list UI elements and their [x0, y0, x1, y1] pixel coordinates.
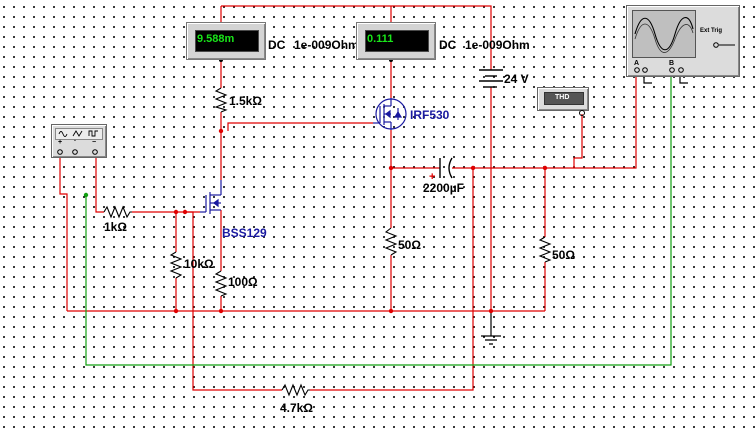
oscilloscope-channel-a: A: [634, 60, 640, 67]
label-bss129: BSS129: [222, 226, 267, 240]
label-r-100: 100Ω: [228, 275, 258, 289]
triangle-wave-icon: [72, 130, 83, 137]
battery-symbol[interactable]: [479, 69, 503, 88]
label-r-50-load: 50Ω: [552, 248, 575, 262]
oscilloscope-trigger-label: Ext Trig: [700, 28, 723, 34]
green-junction: [83, 192, 89, 198]
resistor-50-source[interactable]: [384, 227, 398, 256]
multimeter-left-mode: DC: [268, 38, 286, 52]
thd-label: THD: [555, 94, 570, 101]
mosfet-irf530-symbol[interactable]: [373, 98, 407, 130]
thd-terminal[interactable]: [578, 108, 588, 118]
multimeter-right-mode: DC: [439, 38, 457, 52]
multimeter-right-screen: [365, 30, 429, 52]
label-r-50-source: 50Ω: [398, 238, 421, 252]
oscilloscope[interactable]: Ext Trig A B: [626, 5, 740, 77]
thd-screen: THD: [544, 92, 584, 105]
mosfet-bss129-symbol[interactable]: [200, 180, 222, 214]
resistor-10k[interactable]: [169, 251, 183, 279]
fg-waveform-icons: [58, 130, 98, 137]
multimeter-right-reading: 0.111: [367, 33, 394, 45]
multimeter-right[interactable]: 0.111: [356, 22, 436, 60]
resistor-1-5k[interactable]: [214, 87, 228, 113]
label-r-1-5k: 1.5kΩ: [229, 94, 262, 108]
multimeter-left-resistance: 1e-009Ohm: [294, 38, 359, 52]
multimeter-right-resistance: 1e-009Ohm: [465, 38, 530, 52]
green-wire: [85, 76, 672, 366]
fg-minus: −: [92, 139, 97, 146]
red-wires: [59, 5, 637, 391]
label-r-4-7k: 4.7kΩ: [280, 401, 313, 415]
oscilloscope-trace: [634, 17, 694, 53]
label-irf530: IRF530: [410, 108, 450, 122]
black-wires: [490, 76, 688, 336]
label-r-1k: 1kΩ: [104, 220, 127, 234]
label-battery: 24 V: [504, 72, 529, 86]
junction-dots: [173, 128, 548, 314]
multimeter-left-reading: 9.588m: [197, 33, 235, 45]
resistor-100[interactable]: [214, 270, 228, 297]
oscilloscope-terminals[interactable]: [627, 64, 739, 76]
label-r-10k: 10kΩ: [184, 257, 214, 271]
wire-top-rail: [221, 5, 492, 70]
fg-terminals[interactable]: [52, 147, 106, 157]
label-capacitor-plus: +: [429, 171, 436, 183]
label-capacitor: 2200µF: [423, 181, 464, 195]
resistor-1k[interactable]: [103, 205, 132, 219]
square-wave-icon: [88, 130, 98, 137]
oscilloscope-channel-b: B: [669, 60, 675, 67]
thd-analyzer[interactable]: THD: [537, 87, 589, 111]
multimeter-left[interactable]: 9.588m: [186, 22, 266, 60]
ground-symbol: [481, 335, 501, 345]
resistor-4-7k[interactable]: [281, 383, 310, 397]
resistor-50-load[interactable]: [538, 236, 552, 263]
capacitor-symbol[interactable]: [439, 157, 453, 179]
sine-wave-icon: [58, 131, 68, 137]
fg-plus: +: [58, 139, 63, 146]
function-generator[interactable]: + · −: [51, 124, 107, 158]
fg-common: ·: [74, 138, 77, 145]
oscilloscope-trigger-terminal[interactable]: [711, 38, 737, 52]
multimeter-left-screen: [195, 30, 259, 52]
